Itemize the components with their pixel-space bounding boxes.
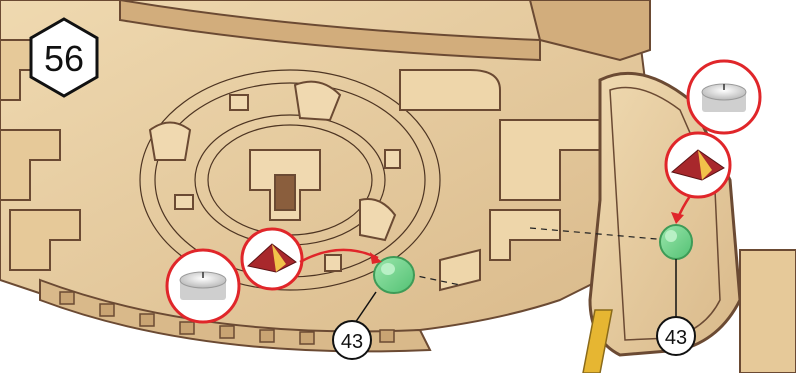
part-label-right: 43	[657, 317, 695, 355]
roof-callout-left	[242, 229, 302, 289]
part-label-left: 43	[333, 321, 371, 359]
tealight-candle-icon	[702, 84, 746, 112]
roof-callout-right	[666, 133, 730, 197]
tealight-callout-right	[688, 61, 760, 133]
part-43-peg-right	[660, 225, 692, 259]
part-label-left-text: 43	[341, 331, 363, 353]
tealight-callout-left	[167, 250, 239, 322]
part-label-right-text: 43	[665, 327, 687, 349]
right-lower-block	[740, 250, 796, 373]
step-number: 56	[44, 38, 84, 79]
tealight-candle-icon	[180, 272, 226, 300]
